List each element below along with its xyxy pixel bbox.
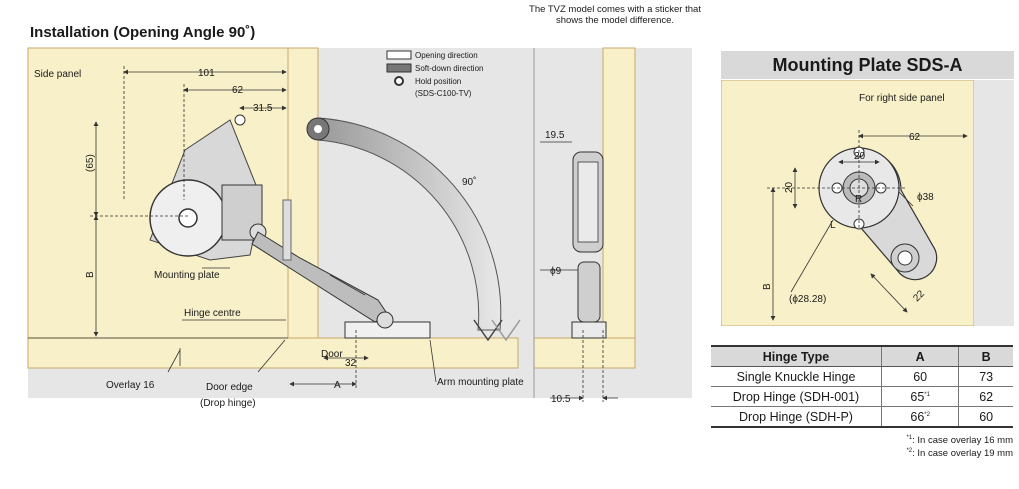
footnote-1: *1: In case overlay 16 mm bbox=[906, 435, 1013, 447]
mounting-plate-subtitle: For right side panel bbox=[859, 93, 945, 104]
hinge-table: Hinge Type A B Single Knuckle Hinge 60 7… bbox=[711, 345, 1013, 428]
svg-text:Opening direction: Opening direction bbox=[415, 51, 478, 60]
svg-text:Door: Door bbox=[321, 349, 343, 360]
svg-text:101: 101 bbox=[198, 68, 215, 79]
svg-text:Door edge: Door edge bbox=[206, 382, 253, 393]
legend: Opening direction Soft-down direction Ho… bbox=[386, 50, 483, 98]
mounting-plate-shape: R L bbox=[818, 146, 938, 281]
top-note: The TVZ model comes with a sticker that … bbox=[529, 4, 701, 26]
center-panel bbox=[287, 47, 319, 339]
side-panel-label: Side panel bbox=[34, 69, 81, 80]
page-title: Installation (Opening Angle 90˚) bbox=[30, 24, 256, 41]
svg-text:R: R bbox=[855, 194, 862, 205]
svg-text:10.5: 10.5 bbox=[551, 394, 571, 405]
svg-text:32: 32 bbox=[345, 358, 357, 369]
svg-text:(ϕ28.28): (ϕ28.28) bbox=[789, 294, 826, 305]
svg-text:(65): (65) bbox=[85, 154, 96, 172]
svg-text:19.5: 19.5 bbox=[545, 130, 565, 141]
svg-text:A: A bbox=[334, 380, 341, 391]
mounting-plate-diagram: For right side panel R L 62 20 20 ϕ38 B … bbox=[721, 80, 1014, 326]
svg-text:62: 62 bbox=[232, 85, 244, 96]
svg-text:L: L bbox=[830, 220, 836, 231]
side-view-wood bbox=[602, 47, 636, 339]
footnotes: *1: In case overlay 16 mm *2: In case ov… bbox=[800, 433, 1013, 459]
svg-text:Hold position: Hold position bbox=[415, 77, 461, 86]
svg-text:20: 20 bbox=[854, 151, 866, 162]
header-a: A bbox=[880, 345, 959, 367]
arm-mounting-plate-label: Arm mounting plate bbox=[437, 377, 524, 388]
svg-text:Soft-down direction: Soft-down direction bbox=[415, 64, 483, 73]
hinge-centre-label: Hinge centre bbox=[184, 308, 241, 319]
svg-text:ϕ38: ϕ38 bbox=[917, 192, 934, 203]
table-row: Drop Hinge (SDH-P) 66*2 60 bbox=[711, 406, 1013, 428]
svg-text:ϕ9: ϕ9 bbox=[550, 266, 562, 277]
svg-text:B: B bbox=[762, 283, 773, 290]
footnote-2: *2: In case overlay 19 mm bbox=[906, 448, 1013, 460]
svg-text:B: B bbox=[85, 271, 96, 278]
svg-text:Overlay 16: Overlay 16 bbox=[106, 380, 155, 391]
angle-label: 90˚ bbox=[462, 176, 476, 188]
svg-text:62: 62 bbox=[909, 132, 921, 143]
header-hinge-type: Hinge Type bbox=[711, 345, 882, 367]
mounting-plate-title: Mounting Plate SDS-A bbox=[721, 51, 1014, 79]
door-board bbox=[27, 337, 519, 369]
soft-down-mechanism bbox=[149, 114, 431, 339]
header-b: B bbox=[958, 345, 1013, 367]
svg-text:20: 20 bbox=[784, 181, 795, 193]
mounting-plate-label: Mounting plate bbox=[154, 270, 220, 281]
svg-text:31.5: 31.5 bbox=[253, 103, 273, 114]
table-row: Drop Hinge (SDH-001) 65*1 62 bbox=[711, 386, 1013, 407]
svg-text:(Drop hinge): (Drop hinge) bbox=[200, 398, 256, 409]
svg-text:(SDS-C100-TV): (SDS-C100-TV) bbox=[415, 89, 472, 98]
side-view-hinge bbox=[571, 151, 607, 339]
side-view-panel bbox=[534, 48, 570, 338]
opening-arc bbox=[317, 117, 502, 331]
side-view-door bbox=[533, 337, 636, 369]
table-header-row: Hinge Type A B bbox=[711, 345, 1013, 367]
installation-diagram: Opening direction Soft-down direction Ho… bbox=[27, 47, 692, 409]
table-row: Single Knuckle Hinge 60 73 bbox=[711, 366, 1013, 387]
